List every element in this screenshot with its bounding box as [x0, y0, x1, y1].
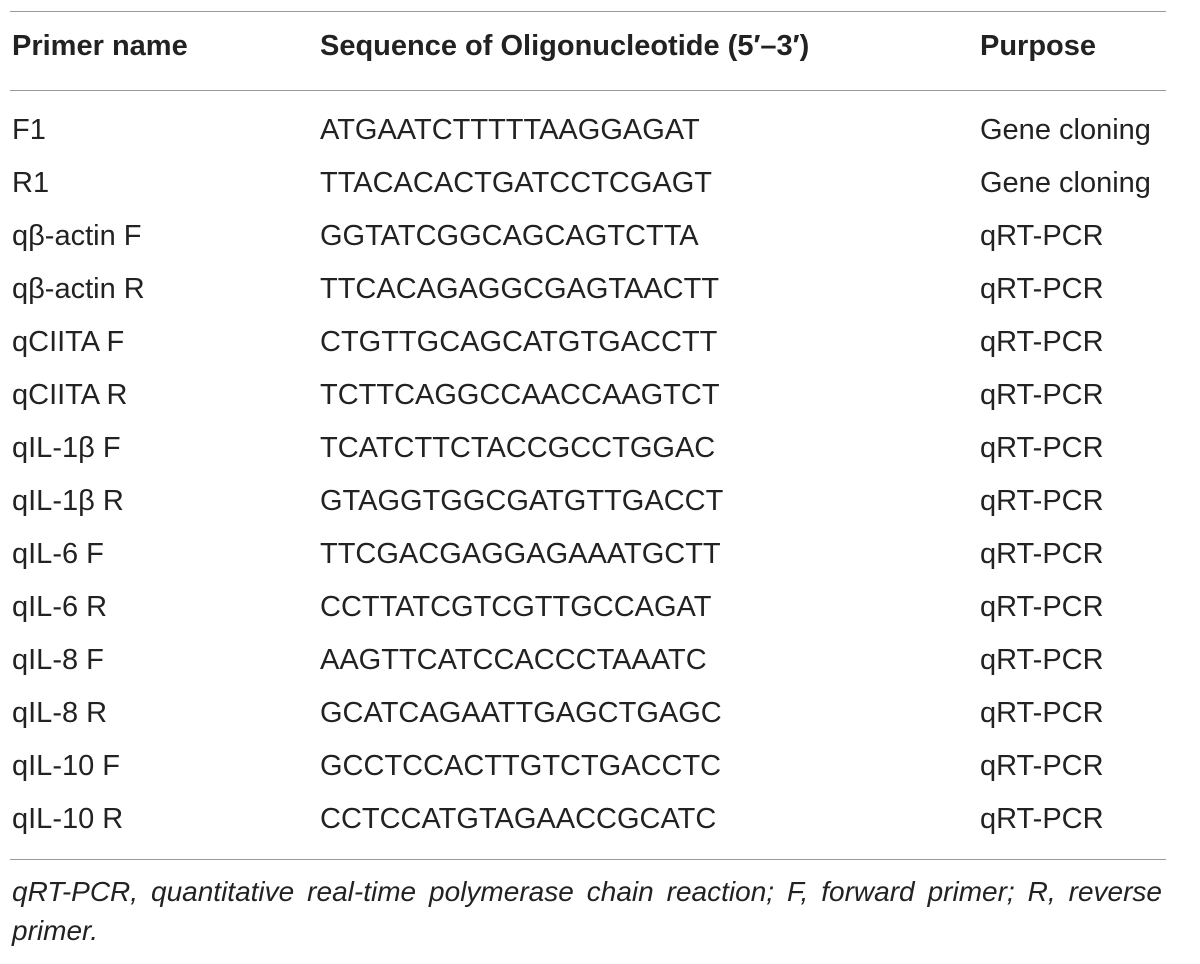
table-header-row: Primer name Sequence of Oligonucleotide …	[0, 30, 1200, 74]
cell-purpose: qRT-PCR	[980, 273, 1104, 305]
cell-primer-name: qIL-6 F	[12, 538, 104, 570]
table-row: qIL-1β F TCATCTTCTACCGCCTGGAC qRT-PCR	[0, 424, 1200, 477]
cell-purpose: qRT-PCR	[980, 379, 1104, 411]
cell-primer-name: qIL-1β F	[12, 432, 121, 464]
table-row: qIL-1β R GTAGGTGGCGATGTTGACCT qRT-PCR	[0, 477, 1200, 530]
table-row: qIL-6 F TTCGACGAGGAGAAATGCTT qRT-PCR	[0, 530, 1200, 583]
cell-sequence: ATGAATCTTTTTAAGGAGAT	[320, 114, 700, 146]
header-purpose: Purpose	[980, 30, 1097, 62]
cell-sequence: AAGTTCATCCACCCTAAATC	[320, 644, 707, 676]
table-row: qIL-8 F AAGTTCATCCACCCTAAATC qRT-PCR	[0, 636, 1200, 689]
cell-primer-name: qIL-10 F	[12, 750, 120, 782]
table-row: qβ-actin R TTCACAGAGGCGAGTAACTT qRT-PCR	[0, 265, 1200, 318]
cell-primer-name: F1	[12, 114, 46, 146]
cell-sequence: CCTTATCGTCGTTGCCAGAT	[320, 591, 712, 623]
cell-primer-name: qIL-8 F	[12, 644, 104, 676]
table-header-rule	[10, 90, 1166, 91]
cell-purpose: qRT-PCR	[980, 803, 1104, 835]
cell-primer-name: qCIITA F	[12, 326, 125, 358]
table-row: qIL-8 R GCATCAGAATTGAGCTGAGC qRT-PCR	[0, 689, 1200, 742]
cell-purpose: qRT-PCR	[980, 697, 1104, 729]
cell-primer-name: qIL-1β R	[12, 485, 124, 517]
cell-primer-name: qIL-8 R	[12, 697, 108, 729]
table-row: F1 ATGAATCTTTTTAAGGAGAT Gene cloning	[0, 106, 1200, 159]
cell-primer-name: qIL-6 R	[12, 591, 108, 623]
cell-sequence: GTAGGTGGCGATGTTGACCT	[320, 485, 724, 517]
cell-purpose: qRT-PCR	[980, 432, 1104, 464]
cell-purpose: Gene cloning	[980, 167, 1151, 199]
cell-primer-name: R1	[12, 167, 50, 199]
cell-purpose: qRT-PCR	[980, 591, 1104, 623]
cell-sequence: CTGTTGCAGCATGTGACCTT	[320, 326, 718, 358]
cell-purpose: qRT-PCR	[980, 644, 1104, 676]
table-bottom-rule	[10, 859, 1166, 860]
cell-primer-name: qCIITA R	[12, 379, 128, 411]
table-row: qIL-10 F GCCTCCACTTGTCTGACCTC qRT-PCR	[0, 742, 1200, 795]
table-row: qCIITA R TCTTCAGGCCAACCAAGTCT qRT-PCR	[0, 371, 1200, 424]
cell-purpose: qRT-PCR	[980, 326, 1104, 358]
cell-sequence: GCATCAGAATTGAGCTGAGC	[320, 697, 722, 729]
table-top-rule	[10, 11, 1166, 12]
cell-primer-name: qβ-actin R	[12, 273, 145, 305]
table-row: qIL-6 R CCTTATCGTCGTTGCCAGAT qRT-PCR	[0, 583, 1200, 636]
cell-sequence: TTCGACGAGGAGAAATGCTT	[320, 538, 721, 570]
cell-purpose: qRT-PCR	[980, 220, 1104, 252]
cell-purpose: qRT-PCR	[980, 485, 1104, 517]
table-footnote: qRT-PCR, quantitative real-time polymera…	[12, 876, 1162, 946]
cell-sequence: TCTTCAGGCCAACCAAGTCT	[320, 379, 720, 411]
cell-purpose: qRT-PCR	[980, 538, 1104, 570]
cell-sequence: TCATCTTCTACCGCCTGGAC	[320, 432, 716, 464]
table-row: qCIITA F CTGTTGCAGCATGTGACCTT qRT-PCR	[0, 318, 1200, 371]
cell-primer-name: qIL-10 R	[12, 803, 124, 835]
cell-sequence: CCTCCATGTAGAACCGCATC	[320, 803, 717, 835]
cell-sequence: TTACACACTGATCCTCGAGT	[320, 167, 713, 199]
cell-sequence: GCCTCCACTTGTCTGACCTC	[320, 750, 722, 782]
table-body: F1 ATGAATCTTTTTAAGGAGAT Gene cloning R1 …	[0, 106, 1200, 848]
table-row: qIL-10 R CCTCCATGTAGAACCGCATC qRT-PCR	[0, 795, 1200, 848]
table-row: qβ-actin F GGTATCGGCAGCAGTCTTA qRT-PCR	[0, 212, 1200, 265]
table-row: R1 TTACACACTGATCCTCGAGT Gene cloning	[0, 159, 1200, 212]
cell-purpose: qRT-PCR	[980, 750, 1104, 782]
header-sequence: Sequence of Oligonucleotide (5′–3′)	[320, 30, 810, 62]
header-primer-name: Primer name	[12, 30, 188, 62]
cell-sequence: GGTATCGGCAGCAGTCTTA	[320, 220, 699, 252]
cell-primer-name: qβ-actin F	[12, 220, 142, 252]
cell-purpose: Gene cloning	[980, 114, 1151, 146]
cell-sequence: TTCACAGAGGCGAGTAACTT	[320, 273, 720, 305]
